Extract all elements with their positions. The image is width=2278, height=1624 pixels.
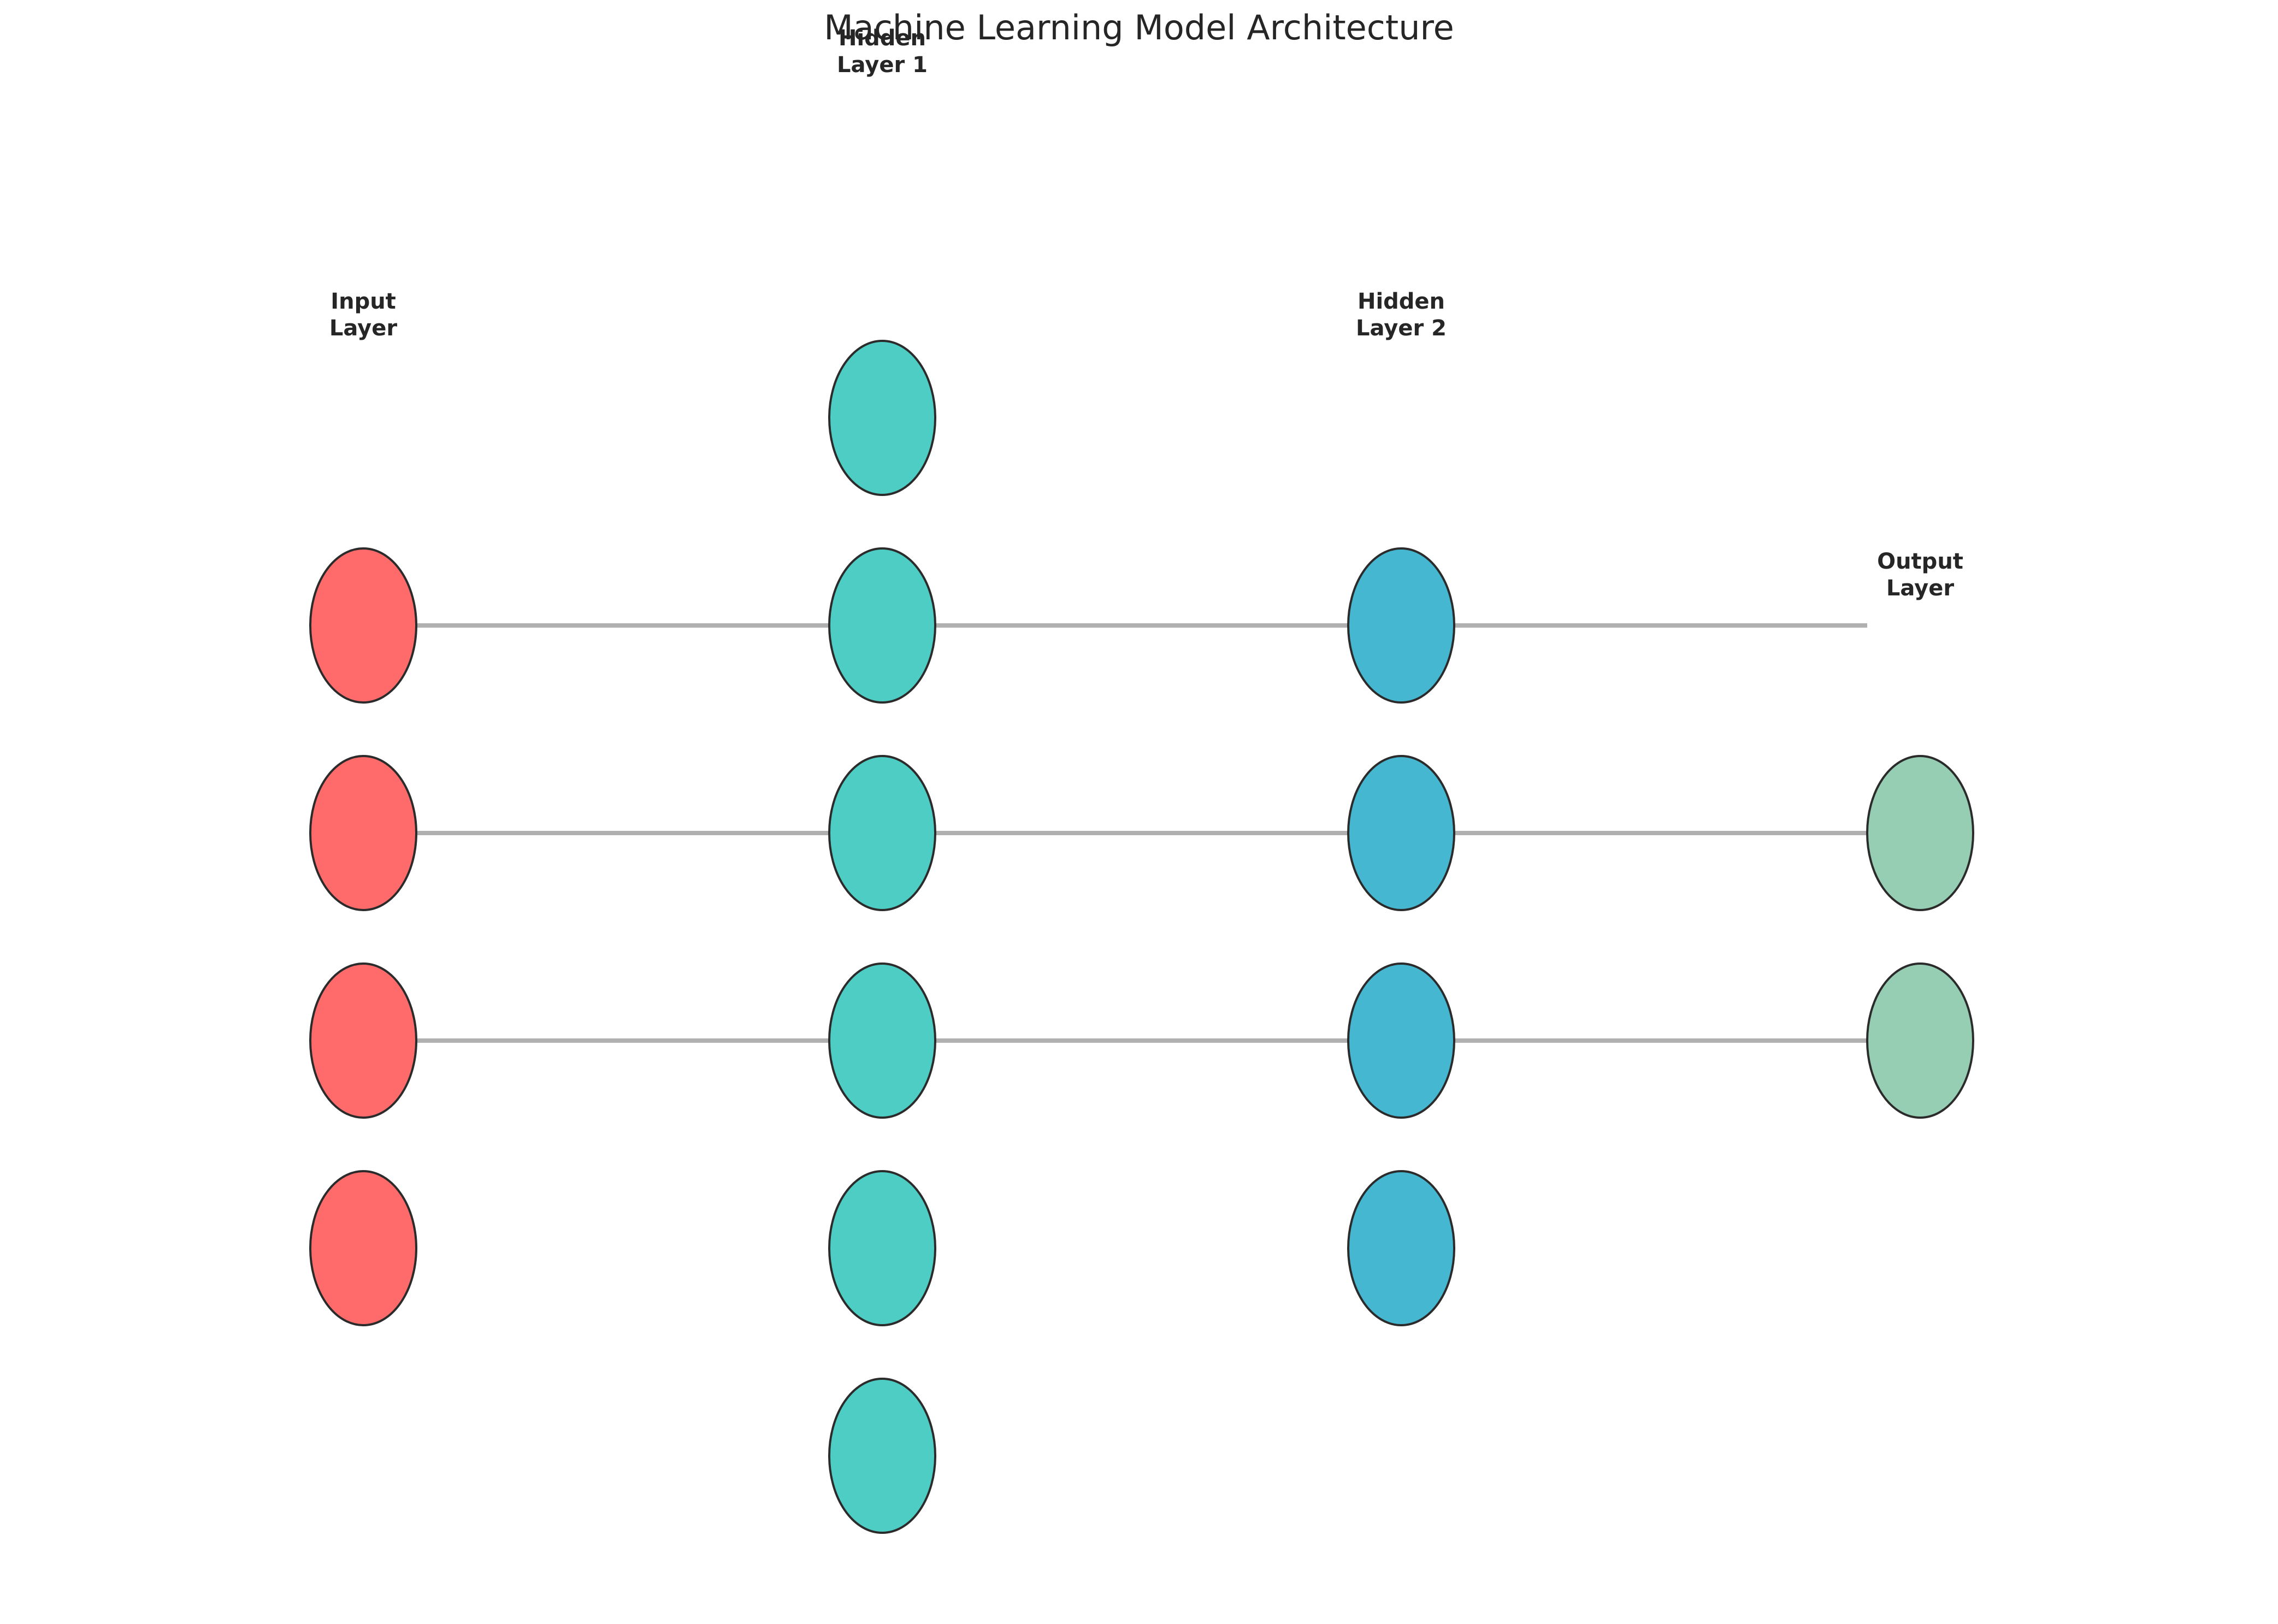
node-hidden-layer-1-3[interactable] bbox=[828, 755, 936, 911]
edges-group bbox=[416, 623, 1867, 1043]
node-hidden-layer-1-5[interactable] bbox=[828, 1170, 936, 1326]
node-input-layer-4[interactable] bbox=[309, 1170, 417, 1326]
node-hidden-layer-2-4[interactable] bbox=[1347, 1170, 1455, 1326]
node-hidden-layer-2-1[interactable] bbox=[1347, 547, 1455, 704]
layer-label-hidden-2: Hidden Layer 2 bbox=[1356, 289, 1447, 341]
node-hidden-layer-2-2[interactable] bbox=[1347, 755, 1455, 911]
node-input-layer-1[interactable] bbox=[309, 547, 417, 704]
layer-label-input: Input Layer bbox=[329, 289, 398, 341]
node-output-layer-2[interactable] bbox=[1866, 962, 1974, 1119]
page-title: Machine Learning Model Architecture bbox=[824, 8, 1454, 48]
node-input-layer-2[interactable] bbox=[309, 755, 417, 911]
node-hidden-layer-1-4[interactable] bbox=[828, 962, 936, 1119]
node-input-layer-3[interactable] bbox=[309, 962, 417, 1119]
node-output-layer-1[interactable] bbox=[1866, 755, 1974, 911]
node-hidden-layer-1-1[interactable] bbox=[828, 340, 936, 496]
node-hidden-layer-2-3[interactable] bbox=[1347, 962, 1455, 1119]
node-hidden-layer-1-2[interactable] bbox=[828, 547, 936, 704]
nodes-group bbox=[309, 340, 1974, 1534]
node-hidden-layer-1-6[interactable] bbox=[828, 1378, 936, 1534]
layer-label-output: Output Layer bbox=[1877, 549, 1963, 601]
layer-label-hidden-1: Hidden Layer 1 bbox=[837, 26, 928, 78]
